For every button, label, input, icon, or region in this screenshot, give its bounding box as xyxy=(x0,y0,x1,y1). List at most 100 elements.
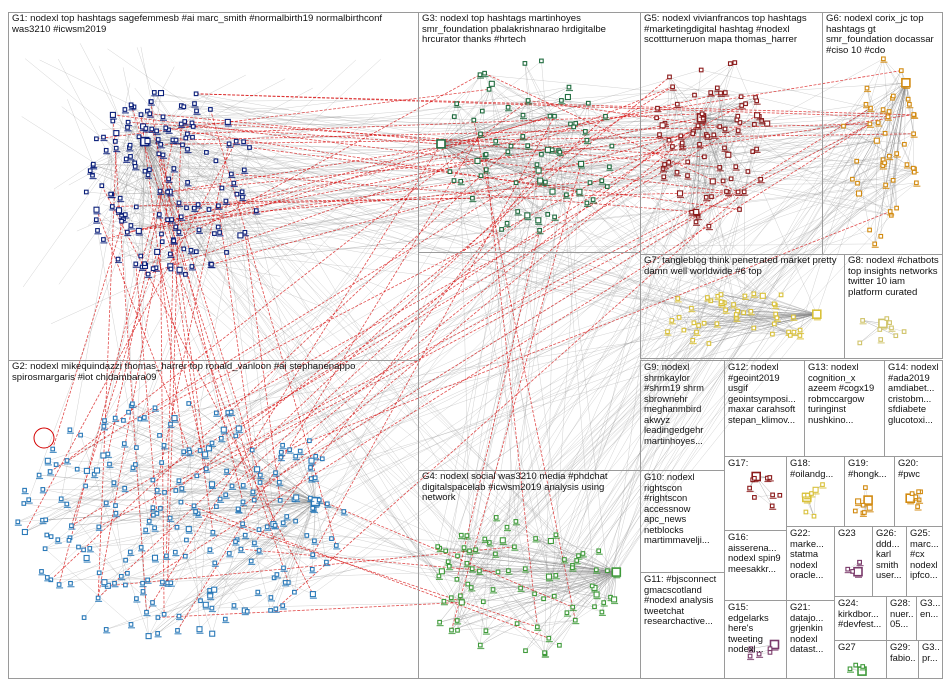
vertex-label-mark xyxy=(855,504,863,507)
vertex-g2 xyxy=(268,608,273,613)
vertex-label-mark xyxy=(217,501,225,503)
vertex-g19 xyxy=(863,495,873,505)
vertex-g4 xyxy=(464,533,470,538)
edge xyxy=(306,535,490,543)
edge xyxy=(135,140,877,265)
vertex-g5 xyxy=(735,189,741,195)
edge xyxy=(484,184,886,540)
vertex-g7 xyxy=(669,318,675,323)
vertex-g2 xyxy=(140,580,145,586)
vertex-g2 xyxy=(242,532,248,538)
vertex-g2 xyxy=(264,524,270,530)
vertex-g1 xyxy=(145,172,151,178)
vertex-g5 xyxy=(717,124,723,129)
vertex-g1 xyxy=(168,266,174,272)
bridge-edge xyxy=(98,123,871,528)
vertex-g1 xyxy=(101,134,106,140)
vertex-g4 xyxy=(461,545,467,550)
bridge-edge xyxy=(527,86,673,147)
vertex-label-mark xyxy=(468,590,476,592)
vertex-label-mark xyxy=(222,497,230,499)
vertex-label-mark xyxy=(684,178,692,180)
vertex-label-mark xyxy=(563,197,571,199)
vertex-label-mark xyxy=(725,195,733,197)
edge xyxy=(440,143,553,192)
vertex-g6 xyxy=(911,112,917,117)
vertex-g1 xyxy=(144,137,151,145)
bridge-edge xyxy=(484,155,538,627)
vertex-g1 xyxy=(226,141,232,147)
vertex-g6 xyxy=(873,137,880,144)
edge xyxy=(42,489,337,546)
vertex-g3 xyxy=(582,129,588,134)
edge xyxy=(588,103,722,295)
vertex-g2 xyxy=(172,549,178,555)
vertex-g1 xyxy=(128,154,133,159)
edge xyxy=(543,331,795,599)
vertex-label-mark xyxy=(132,266,140,268)
edge xyxy=(451,568,526,598)
group-box-g24 xyxy=(834,596,887,641)
edge xyxy=(543,144,700,599)
vertex-label-mark xyxy=(154,493,162,495)
edge xyxy=(866,82,906,89)
edge xyxy=(491,83,707,135)
edge xyxy=(736,317,789,333)
edge xyxy=(114,314,737,584)
vertex-label-mark xyxy=(573,563,581,565)
edge xyxy=(657,108,762,121)
edge xyxy=(701,115,758,119)
edge xyxy=(68,423,171,541)
vertex-g4 xyxy=(458,599,465,606)
vertex-g2 xyxy=(287,447,292,453)
vertex-label-mark xyxy=(867,110,875,113)
vertex-g4 xyxy=(454,618,460,623)
vertex-g4 xyxy=(477,642,483,648)
vertex-g1 xyxy=(216,203,221,209)
edge xyxy=(270,501,316,598)
vertex-g1 xyxy=(224,250,229,255)
vertex-g3 xyxy=(535,217,542,224)
edge xyxy=(564,293,754,560)
bridge-edge xyxy=(66,100,529,461)
vertex-label-mark xyxy=(191,508,198,510)
edge xyxy=(125,555,458,561)
edge xyxy=(236,100,529,142)
group-box-g13 xyxy=(804,360,885,457)
vertex-label-mark xyxy=(141,420,149,422)
bridge-edge xyxy=(171,92,726,220)
vertex-g3 xyxy=(458,178,464,184)
group-box-g6 xyxy=(822,12,943,255)
vertex-g3 xyxy=(520,112,526,118)
vertex-g2 xyxy=(309,591,316,598)
edge xyxy=(693,69,702,132)
vertex-g5 xyxy=(754,98,760,104)
vertex-g2 xyxy=(78,432,83,438)
vertex-label-mark xyxy=(185,532,193,534)
vertex-label-mark xyxy=(36,477,44,480)
vertex-g3 xyxy=(539,151,544,157)
vertex-label-mark xyxy=(656,137,664,139)
vertex-label-mark xyxy=(152,561,159,563)
vertex-label-mark xyxy=(241,172,249,174)
vertex-g6 xyxy=(854,158,860,164)
vertex-label-mark xyxy=(519,139,527,141)
vertex-g5 xyxy=(706,223,712,229)
vertex-g5 xyxy=(679,140,685,146)
vertex-g6 xyxy=(887,209,893,214)
vertex-g3 xyxy=(599,178,605,184)
vertex-label-mark xyxy=(660,171,667,173)
vertex-g1 xyxy=(171,166,177,171)
edge xyxy=(144,171,549,639)
edge xyxy=(456,103,473,199)
group-box-g23 xyxy=(834,526,873,597)
edge xyxy=(110,153,160,195)
edge xyxy=(76,191,168,232)
vertex-g2 xyxy=(157,433,162,438)
edge xyxy=(475,103,589,550)
vertex-label-mark xyxy=(340,514,348,516)
edge xyxy=(236,86,570,142)
vertex-label-mark xyxy=(907,503,915,505)
edge xyxy=(449,214,548,567)
